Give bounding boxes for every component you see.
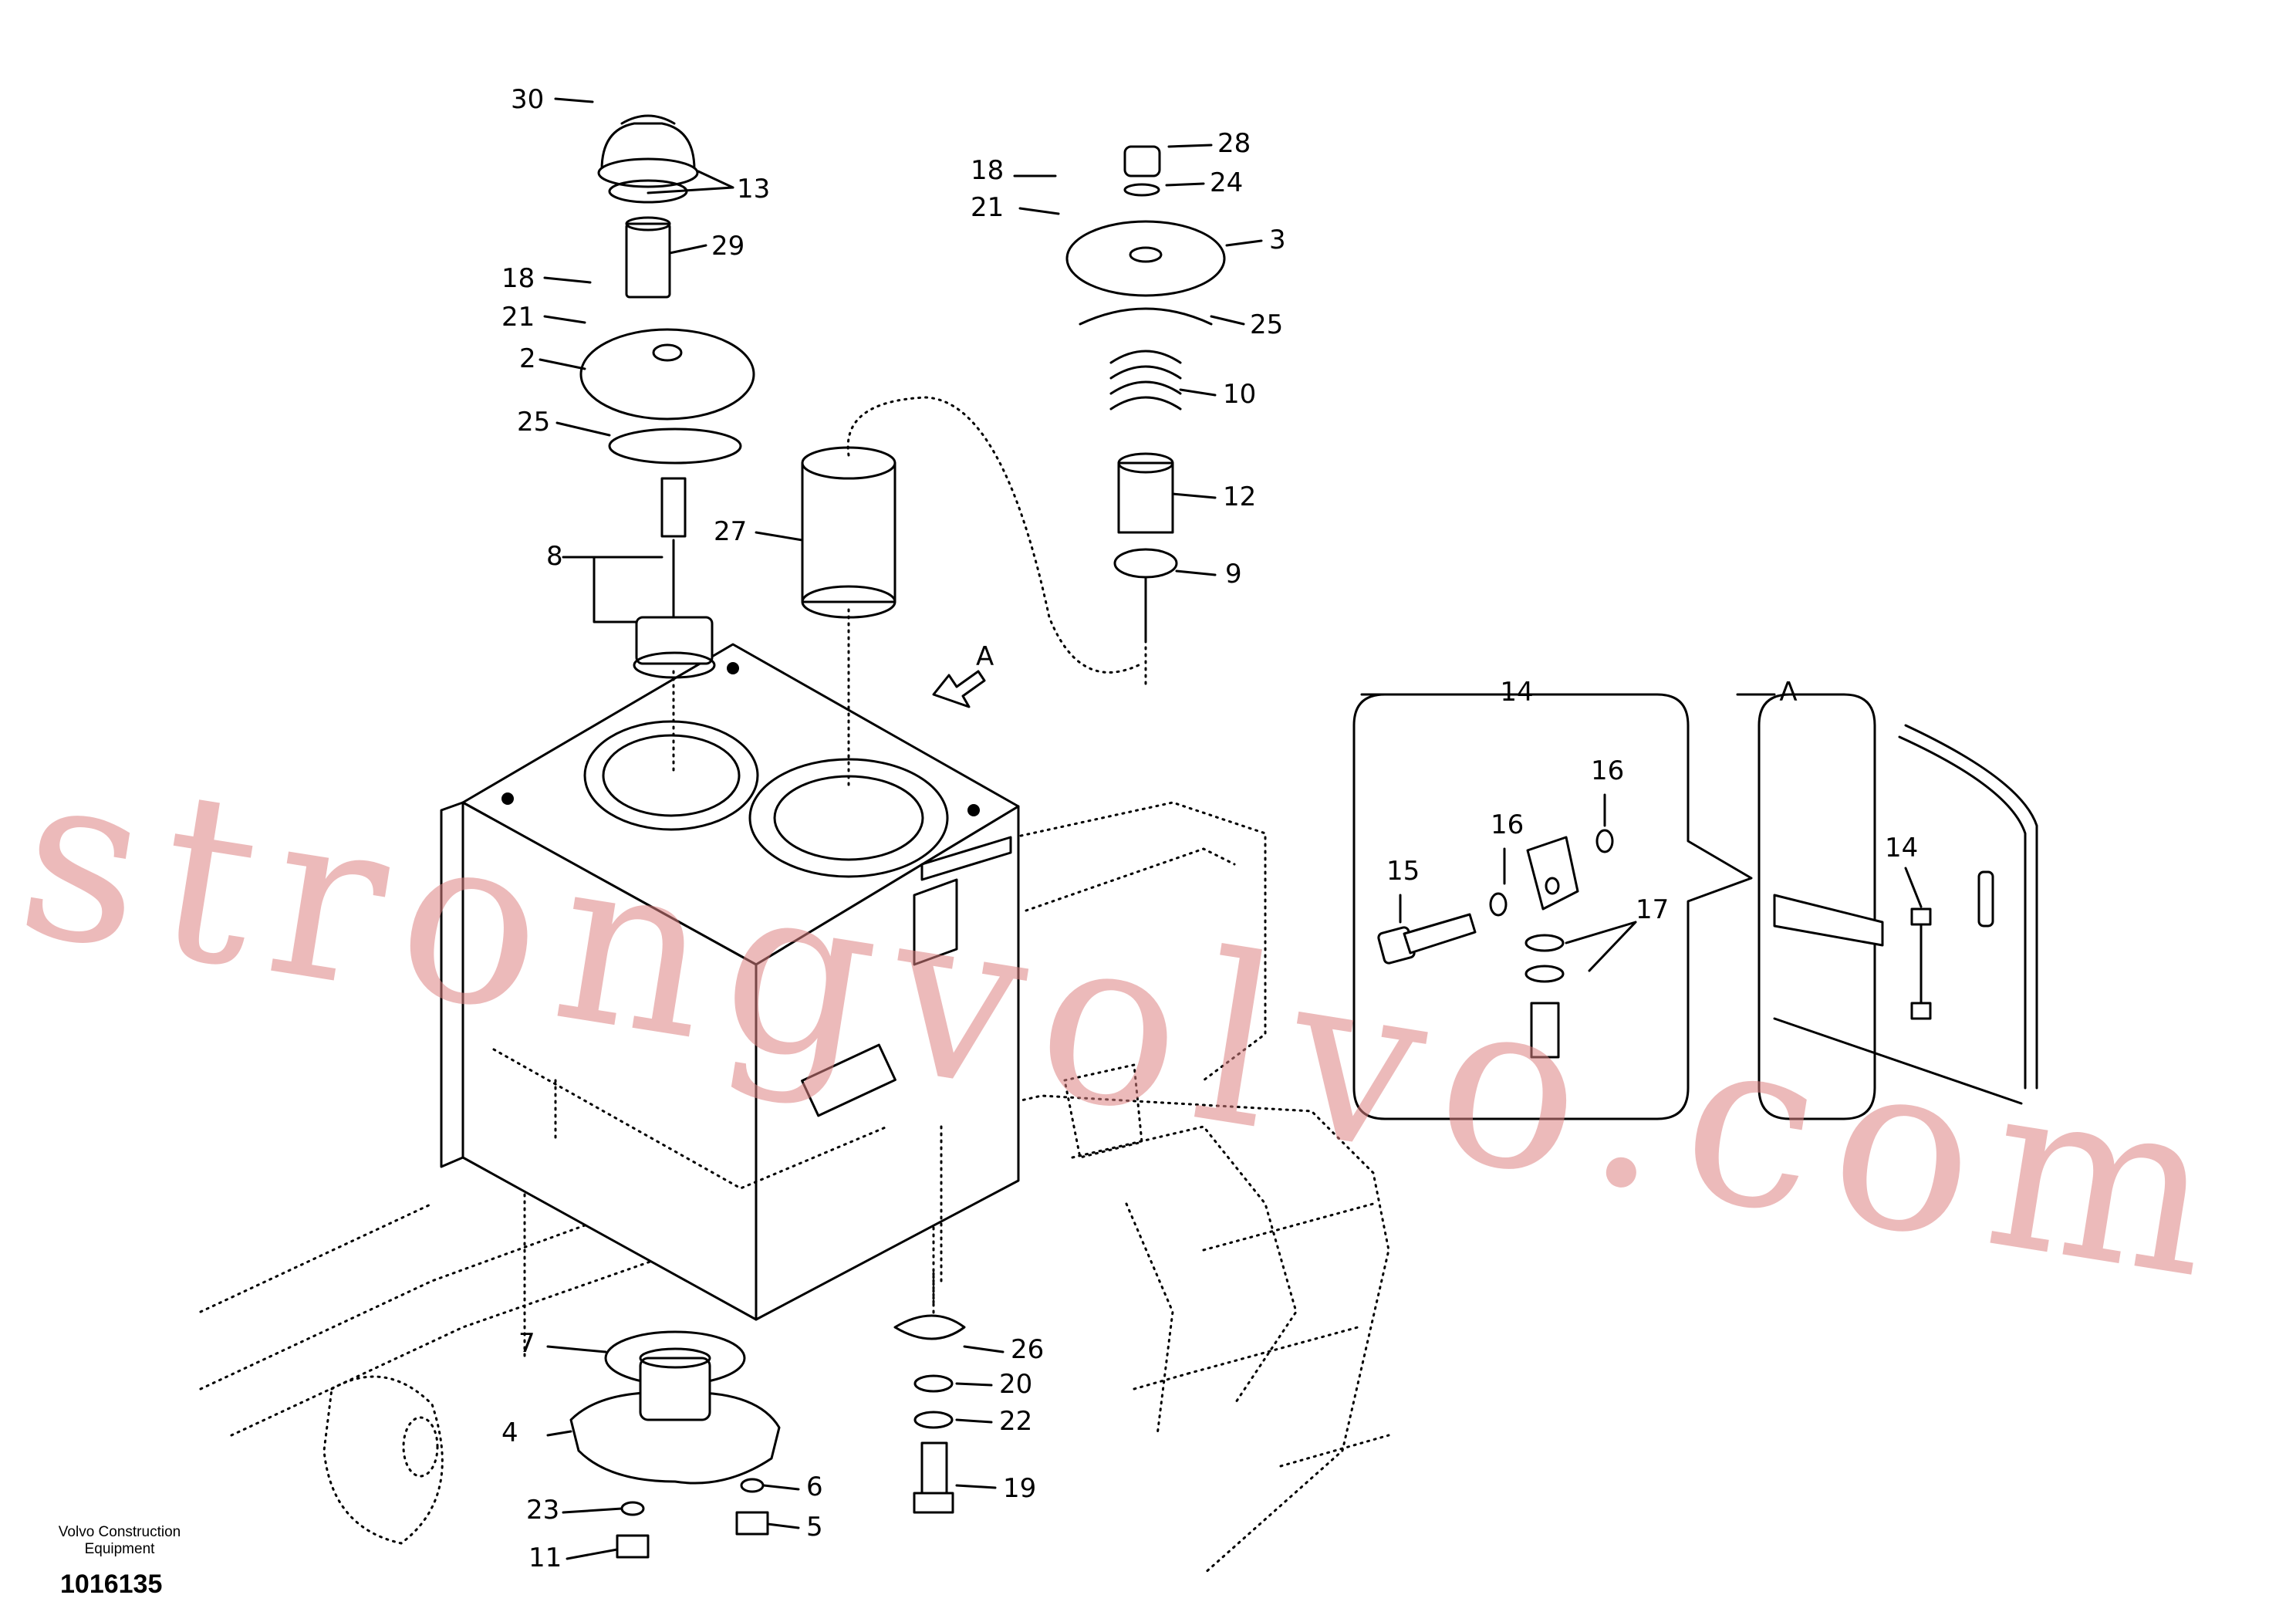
callout-21-left: 21 [501,302,535,333]
callout-2: 2 [519,343,536,374]
breather-filter-stack [579,114,755,773]
callout-23: 23 [526,1495,559,1526]
drain-assembly [569,1272,966,1559]
view-arrow-label: A [976,641,994,672]
hydraulic-tank [440,643,1020,1321]
callout-25-left: 25 [517,407,550,438]
detail-view-a-title: A [1779,677,1797,708]
callout-24: 24 [1210,167,1243,198]
callout-19: 19 [1003,1473,1036,1504]
callout-9: 9 [1225,559,1242,590]
callout-27: 27 [714,516,747,547]
callout-30: 30 [511,84,544,115]
callout-21-right: 21 [971,192,1004,223]
callout-15: 15 [1386,856,1420,887]
callout-8: 8 [546,541,563,572]
callout-22: 22 [999,1406,1032,1437]
callout-6: 6 [806,1472,823,1502]
view-a-arrow: A [932,641,994,708]
callout-20: 20 [999,1369,1032,1400]
publisher-caption: Volvo Construction Equipment [58,1524,181,1557]
detail-view-14: 14 [1352,677,1753,1120]
callout-3: 3 [1269,225,1286,255]
callout-16-lower: 16 [1491,809,1524,840]
callout-25-right: 25 [1250,309,1283,340]
callout-29: 29 [711,231,745,262]
callout-26: 26 [1011,1334,1044,1365]
callout-13: 13 [737,174,770,204]
callout-7: 7 [518,1328,535,1359]
suction-strainer-stack [1065,145,1226,688]
callout-16-upper: 16 [1591,755,1624,786]
callout-12: 12 [1223,482,1256,512]
callout-11: 11 [528,1543,562,1573]
callout-28: 28 [1217,128,1251,159]
leader-lines [539,97,1923,1560]
callout-labels: 30 13 29 18 21 2 25 8 27 28 18 24 21 3 2… [501,84,1918,1573]
detail-view-a: A [1736,677,2038,1120]
return-filter-element [801,396,1143,789]
illustration-number: 1016135 [60,1570,163,1599]
callout-18-left: 18 [501,263,535,294]
callout-18-right: 18 [971,155,1004,186]
detail-view-14-title: 14 [1500,677,1533,708]
callout-17: 17 [1636,894,1669,925]
callout-4: 4 [501,1418,518,1448]
callout-10: 10 [1223,379,1256,410]
callout-14-detail: 14 [1885,833,1918,863]
callout-5: 5 [806,1512,823,1543]
